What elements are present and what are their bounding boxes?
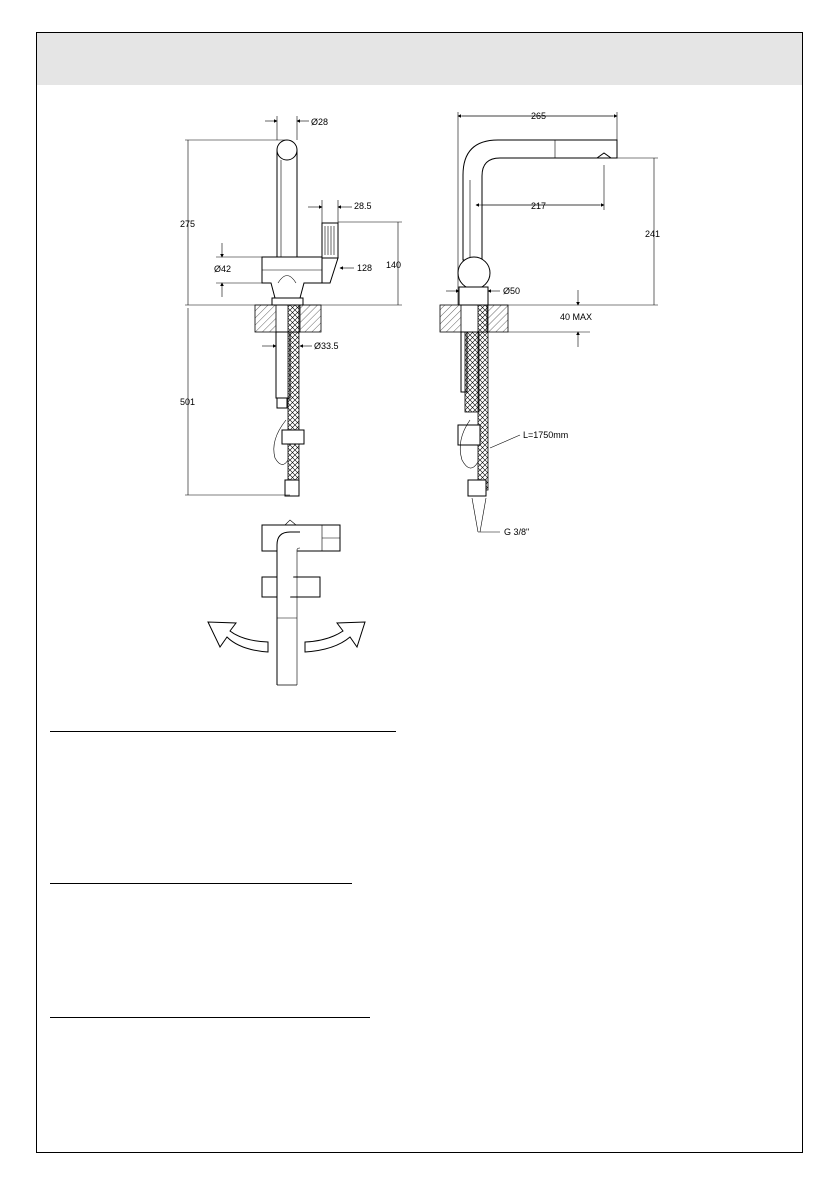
dim-reach-spout: 217 [531,201,546,211]
top-view [207,519,366,686]
dim-spout-height: 241 [645,229,660,239]
braided-hose [287,304,300,491]
dim-handle-width: 28.5 [354,201,372,211]
side-view: 265 217 241 Ø50 40 MAX L=1750mm G 3/8" [439,111,660,537]
section-rule-3 [50,1017,370,1018]
page-frame [36,32,803,1153]
dim-shank-diameter: Ø33.5 [314,341,339,351]
mixer-body-side [457,256,491,290]
dim-body-diameter: Ø42 [214,264,231,274]
spout-arm [462,139,618,261]
lever-handle [321,222,339,259]
front-view: Ø28 275 Ø42 28.5 140 128 Ø33.5 501 [180,116,402,497]
dim-handle-height: 140 [386,260,401,270]
header-band [37,33,802,85]
dim-base-diameter: Ø50 [503,286,520,296]
section-rule-1 [50,731,396,732]
dim-below-counter: 501 [180,397,195,407]
rotate-right-arrow-icon [304,621,366,653]
dim-handle-depth: 128 [357,263,372,273]
dim-connection: G 3/8" [504,527,529,537]
braided-hose-side [477,304,489,491]
hose-connector-side [467,479,487,497]
dim-counter-thickness: 40 MAX [560,312,592,322]
dim-reach-total: 265 [531,111,546,121]
dim-spout-diameter: Ø28 [311,117,328,127]
hose-connector [284,479,300,497]
spout-head [276,139,298,161]
dim-hose-length: L=1750mm [523,430,568,440]
section-rule-2 [50,883,352,884]
dim-height: 275 [180,219,195,229]
rotate-left-arrow-icon [207,621,269,653]
